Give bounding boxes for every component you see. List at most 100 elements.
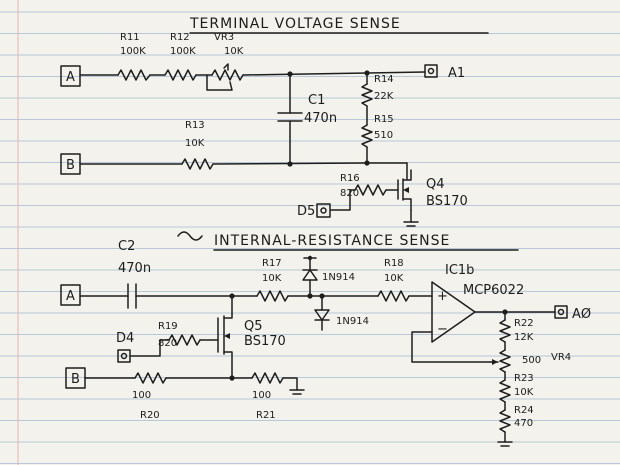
- output-pad-a1: [424, 64, 438, 78]
- r17-value: 10K: [262, 273, 282, 284]
- r14-value: 22K: [374, 91, 394, 102]
- input-pad-d5: [316, 203, 331, 218]
- mosfet-q4-arrow: [403, 187, 409, 193]
- resistor-r17: [256, 290, 289, 302]
- bottom-title: INTERNAL-RESISTANCE SENSE: [214, 233, 450, 249]
- input-pad-d5-hole: [320, 207, 327, 214]
- terminal-a-bottom-label: A: [66, 289, 75, 304]
- r13-name: R13: [185, 120, 205, 131]
- vr4-value: 500: [522, 355, 541, 366]
- r13-value: 10K: [185, 138, 205, 149]
- wire: [130, 339, 170, 357]
- vr4-name: VR4: [551, 352, 571, 363]
- trimmer-vr4-arrow: [492, 359, 498, 365]
- r22-value: 12K: [514, 332, 534, 343]
- r21-value: 100: [252, 390, 271, 401]
- r20-name: R20: [140, 410, 160, 421]
- diode-1n914-lower: [314, 309, 330, 321]
- mosfet-q4-source: [402, 198, 412, 211]
- r12-value: 100K: [170, 46, 196, 57]
- terminal-b-bottom-label: B: [71, 372, 80, 387]
- q5-value: BS170: [244, 334, 286, 349]
- r19-value: 820: [158, 338, 177, 349]
- junction-dot: [319, 293, 325, 299]
- r16-name: R16: [340, 173, 360, 184]
- c1-value: 470n: [304, 111, 337, 126]
- r19-name: R19: [158, 321, 178, 332]
- r11-name: R11: [120, 32, 140, 43]
- vr3-name: VR3: [214, 32, 234, 43]
- terminal-b-top-label: B: [66, 158, 75, 173]
- resistor-r18: [377, 290, 410, 302]
- resistor-r24: [499, 409, 511, 433]
- r23-name: R23: [514, 373, 534, 384]
- a0-label: AØ: [572, 307, 591, 322]
- output-pad-a1-hole: [427, 67, 435, 75]
- resistor-r20: [134, 372, 167, 384]
- vr3-value: 10K: [224, 46, 244, 57]
- terminal-voltage-sense-circuit: TERMINAL VOLTAGE SENSE A R11 100K R12 10…: [60, 16, 489, 227]
- diode-1n914-upper: [302, 269, 318, 281]
- top-title: TERMINAL VOLTAGE SENSE: [189, 16, 401, 32]
- q4-value: BS170: [426, 194, 468, 209]
- c2-value: 470n: [118, 261, 151, 276]
- r24-name: R24: [514, 405, 534, 416]
- d-lower-label: 1N914: [336, 316, 369, 327]
- scribble: [177, 231, 203, 241]
- r24-value: 470: [514, 418, 533, 429]
- terminal-a-top: [60, 65, 81, 87]
- trimmer-vr3-wiper: [223, 63, 229, 71]
- resistor-r12: [164, 69, 197, 81]
- d5-label: D5: [297, 204, 315, 219]
- resistor-r15: [361, 124, 373, 148]
- resistor-r13: [181, 158, 214, 170]
- trimmer-vr3-link: [206, 74, 233, 91]
- r22-name: R22: [514, 318, 534, 329]
- output-pad-a0: [554, 305, 568, 319]
- a1-label: A1: [448, 66, 465, 81]
- q5-name: Q5: [244, 319, 263, 334]
- r18-name: R18: [384, 258, 404, 269]
- d-upper-label: 1N914: [322, 272, 355, 283]
- resistor-r23: [499, 379, 511, 403]
- r18-value: 10K: [384, 273, 404, 284]
- internal-resistance-sense-circuit: INTERNAL-RESISTANCE SENSE A C2 470n R17 …: [60, 231, 591, 447]
- ic-name: IC1b: [445, 263, 474, 278]
- mosfet-q4-drain: [402, 169, 412, 181]
- trimmer-vr4: [499, 349, 511, 373]
- supply-dot: [307, 255, 313, 261]
- d4-label: D4: [116, 331, 134, 346]
- r11-value: 100K: [120, 46, 146, 57]
- wire-feedback: [411, 331, 491, 363]
- junction-dot: [229, 375, 235, 381]
- op-amp-minus: −: [437, 322, 448, 337]
- mosfet-q5-drain: [223, 313, 233, 319]
- wire-a1-net: [242, 71, 426, 76]
- r23-value: 10K: [514, 387, 534, 398]
- mosfet-q5-source: [223, 351, 233, 379]
- c1-name: C1: [308, 93, 325, 108]
- input-pad-d4-hole: [120, 352, 128, 360]
- q4-name: Q4: [426, 177, 445, 192]
- input-pad-d4: [117, 349, 131, 363]
- wire: [282, 377, 298, 391]
- r15-name: R15: [374, 114, 394, 125]
- resistor-r16: [354, 184, 387, 196]
- junction-dot: [287, 161, 293, 167]
- resistor-r11: [117, 69, 151, 81]
- r14-name: R14: [374, 74, 394, 85]
- op-amp-plus: +: [437, 289, 448, 304]
- r15-value: 510: [374, 130, 393, 141]
- r20-value: 100: [132, 390, 151, 401]
- resistor-r22: [499, 319, 511, 343]
- output-pad-a0-hole: [557, 308, 565, 316]
- trimmer-vr3: [211, 69, 244, 81]
- mosfet-q5-arrow: [224, 333, 230, 339]
- op-amp-ic1b: [431, 281, 476, 343]
- resistor-r14: [361, 83, 373, 107]
- r21-name: R21: [256, 410, 276, 421]
- ic-part: MCP6022: [463, 283, 524, 298]
- terminal-a-top-label: A: [66, 70, 75, 85]
- wire: [330, 189, 356, 211]
